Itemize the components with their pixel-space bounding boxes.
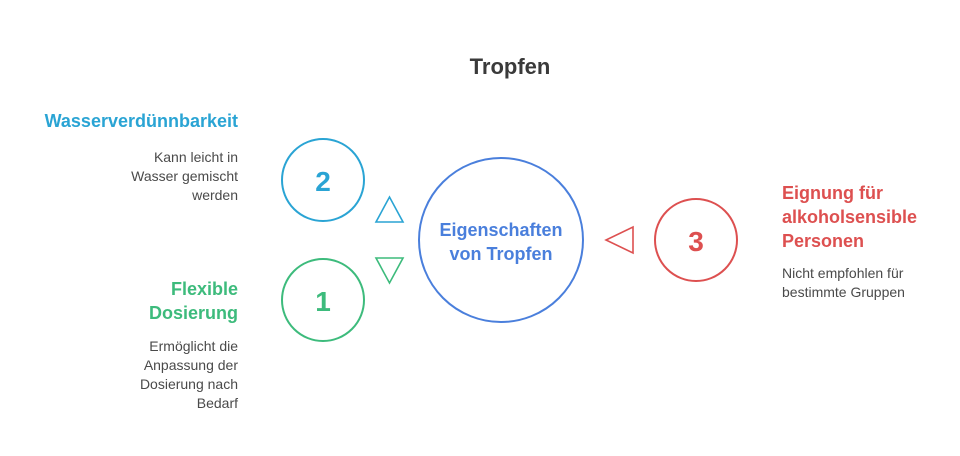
number-circle-2 xyxy=(281,138,365,222)
heading-eignung: Eignung für alkoholsensible Personen xyxy=(782,181,917,253)
diagram-title: Tropfen xyxy=(469,54,551,79)
number-3: 3 xyxy=(688,226,704,257)
heading-wasserverduennbarkeit: Wasserverdünnbarkeit xyxy=(44,111,238,131)
number-circle-1 xyxy=(281,258,365,342)
description-1-line: Ermöglicht die xyxy=(149,338,238,354)
description-2: Kann leicht in Wasser gemischt werden xyxy=(131,148,238,205)
triangle-down-icon xyxy=(374,257,405,285)
description-1-line: Bedarf xyxy=(196,395,238,411)
heading-3-line: Eignung für xyxy=(782,183,883,203)
heading-1-line: Dosierung xyxy=(148,303,238,323)
description-2-line: werden xyxy=(192,187,238,203)
heading-1-line: Flexible xyxy=(170,279,238,299)
number-circle-3 xyxy=(654,198,738,282)
heading-3-line: Personen xyxy=(782,231,865,251)
number-2: 2 xyxy=(315,166,331,197)
triangle-up-icon xyxy=(374,195,405,223)
description-1-line: Anpassung der xyxy=(143,357,238,373)
description-3: Nicht empfohlen für bestimmte Gruppen xyxy=(782,264,905,302)
description-3-line: bestimmte Gruppen xyxy=(782,284,905,300)
description-1-line: Dosierung nach xyxy=(139,376,238,392)
center-label-line2: von Tropfen xyxy=(450,244,553,264)
description-3-line: Nicht empfohlen für xyxy=(782,265,904,281)
number-1: 1 xyxy=(315,286,331,317)
heading-flexible-dosierung: Flexible Dosierung xyxy=(149,277,238,325)
heading-3-line: alkoholsensible xyxy=(782,207,918,227)
description-2-line: Kann leicht in xyxy=(153,149,238,165)
description-2-line: Wasser gemischt xyxy=(131,168,238,184)
description-1: Ermöglicht die Anpassung der Dosierung n… xyxy=(140,337,238,413)
center-circle xyxy=(418,157,584,323)
center-label-line1: Eigenschaften xyxy=(439,220,562,240)
triangle-left-icon xyxy=(604,225,634,255)
